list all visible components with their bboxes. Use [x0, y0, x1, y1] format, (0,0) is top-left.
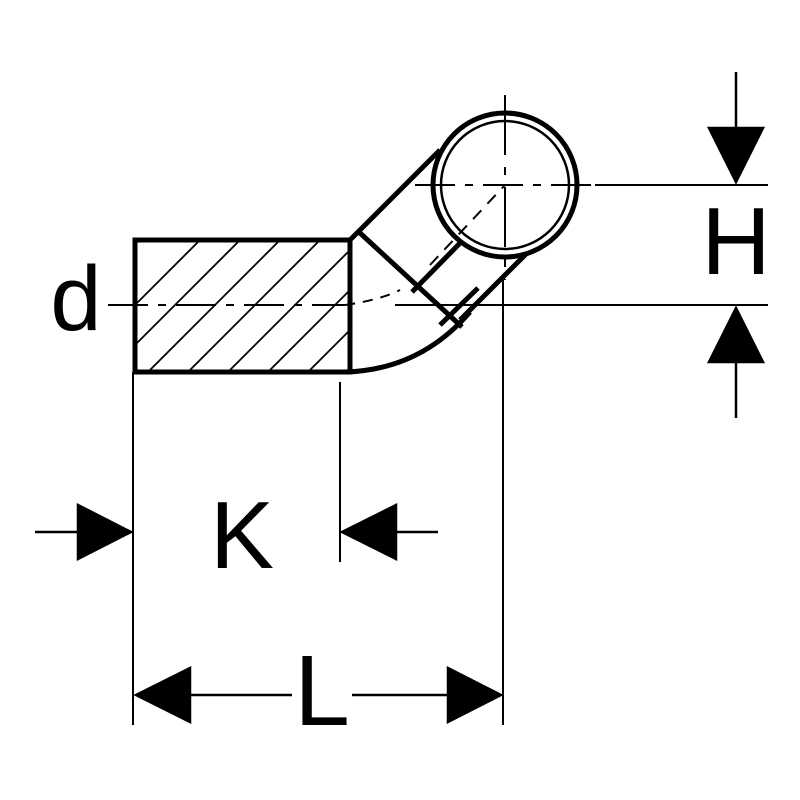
d-label: d	[50, 248, 101, 350]
h-label: H	[701, 188, 770, 295]
l-label: L	[294, 635, 350, 747]
h-bottom-arrowhead	[706, 305, 766, 364]
extension-lines	[132, 184, 768, 725]
k-left-arrowhead	[76, 502, 134, 562]
h-top-arrowhead	[706, 126, 766, 185]
l-right-arrowhead	[446, 665, 504, 725]
branch-inner-edge	[410, 236, 467, 294]
h-dimension	[706, 72, 766, 418]
k-dimension	[35, 502, 438, 562]
l-dimension	[133, 665, 504, 725]
k-right-arrowhead	[339, 502, 398, 562]
centerlines	[108, 95, 595, 306]
l-left-arrowhead	[133, 665, 192, 725]
elbow-joint-line	[358, 231, 464, 329]
branch-lower-edge	[458, 250, 530, 322]
branch-centerline	[429, 184, 506, 266]
elbow-centerline	[344, 289, 401, 306]
branch-wall-line	[438, 286, 480, 327]
elbow-outer-curve	[344, 310, 472, 375]
elbow-outline	[344, 148, 530, 375]
k-label: K	[210, 482, 274, 589]
branch-upper-edge	[348, 148, 442, 242]
